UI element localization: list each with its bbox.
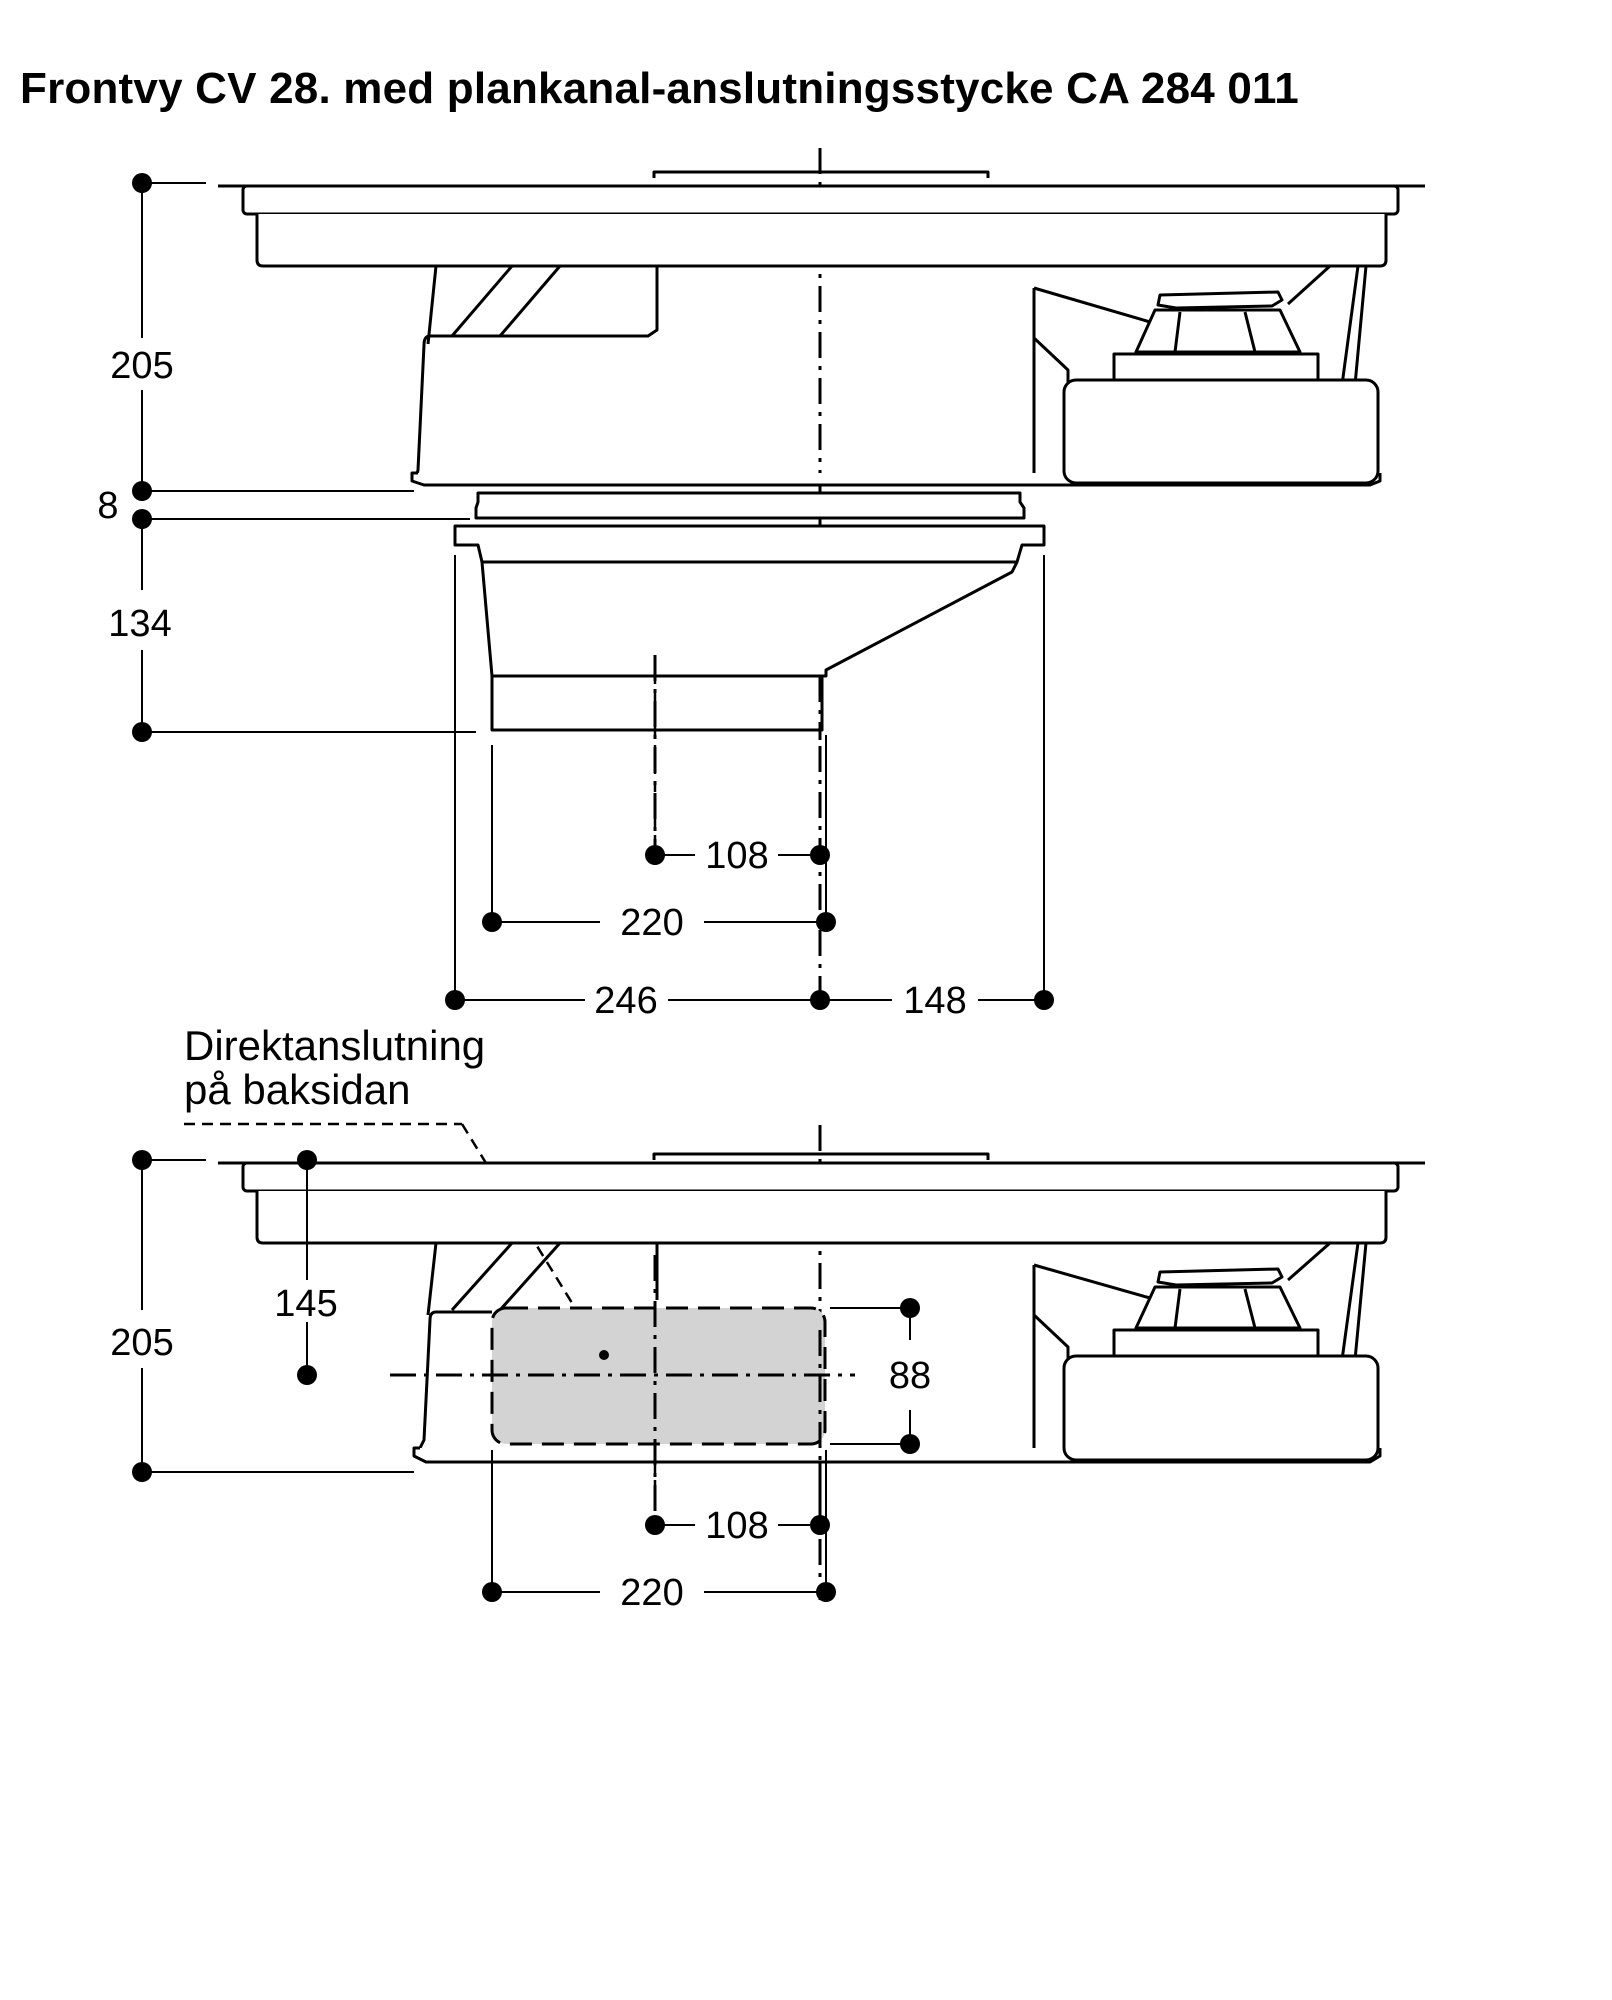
motor-cap	[1156, 1267, 1284, 1287]
dim-height-total: 205	[110, 345, 173, 387]
motor-side-post	[1340, 265, 1368, 386]
adapter-flange-top	[474, 491, 1026, 520]
dim-outlet-height: 88	[889, 1355, 931, 1397]
motor-cone	[1134, 308, 1302, 354]
adapter-flange	[453, 524, 1046, 564]
dim-height-total: 205	[110, 1322, 173, 1364]
front-view-direct-connection: Direktanslutning på baksidan	[110, 1022, 1425, 1614]
control-panel	[652, 1152, 990, 1160]
motor-side-post	[1340, 1242, 1368, 1361]
dim-outlet-center: 108	[705, 1505, 768, 1547]
dim-gap: 8	[97, 485, 118, 527]
front-view-with-adapter: 205 8 134 108 220 24	[97, 148, 1425, 1022]
fan-housing-left	[418, 1310, 492, 1449]
dim-left-extent: 246	[594, 980, 657, 1022]
cooktop-glass	[241, 184, 1400, 216]
cooktop-frame	[255, 1191, 1388, 1245]
housing-ribs	[450, 1241, 562, 1312]
fan-housing-left	[414, 266, 659, 479]
dim-outlet-center: 108	[705, 835, 768, 877]
control-panel	[652, 170, 990, 178]
page-title: Frontvy CV 28. med plankanal-anslutnings…	[20, 64, 1299, 113]
motor-strut	[1287, 1241, 1331, 1282]
leader-dot	[599, 1350, 609, 1360]
motor-strut	[1286, 264, 1332, 306]
motor-ring	[1112, 1328, 1320, 1358]
cooktop-frame	[255, 214, 1388, 268]
motor-housing	[1062, 378, 1380, 485]
dim-outlet-width: 220	[620, 902, 683, 944]
label-rear-side: på baksidan	[184, 1066, 411, 1113]
motor-bracket	[1032, 286, 1151, 473]
motor-cone-lines	[1173, 311, 1257, 353]
motor-bracket	[1032, 1263, 1151, 1448]
housing-strut	[426, 1242, 438, 1316]
cooktop-glass	[241, 1161, 1400, 1193]
housing-ribs	[450, 265, 562, 337]
adapter-outlet	[490, 674, 824, 732]
label-direct-connection: Direktanslutning	[184, 1022, 485, 1069]
adapter-transition	[480, 560, 1019, 678]
motor-cap	[1156, 290, 1284, 310]
motor-ring	[1112, 352, 1320, 382]
dim-outlet-center-height: 145	[274, 1283, 337, 1325]
dim-right-extent: 148	[903, 980, 966, 1022]
dim-outlet-width: 220	[620, 1572, 683, 1614]
motor-cone	[1134, 1285, 1302, 1330]
motor-housing	[1062, 1354, 1380, 1462]
dim-adapter-height: 134	[108, 603, 171, 645]
motor-cone-lines	[1173, 1288, 1257, 1329]
housing-strut	[426, 265, 438, 345]
